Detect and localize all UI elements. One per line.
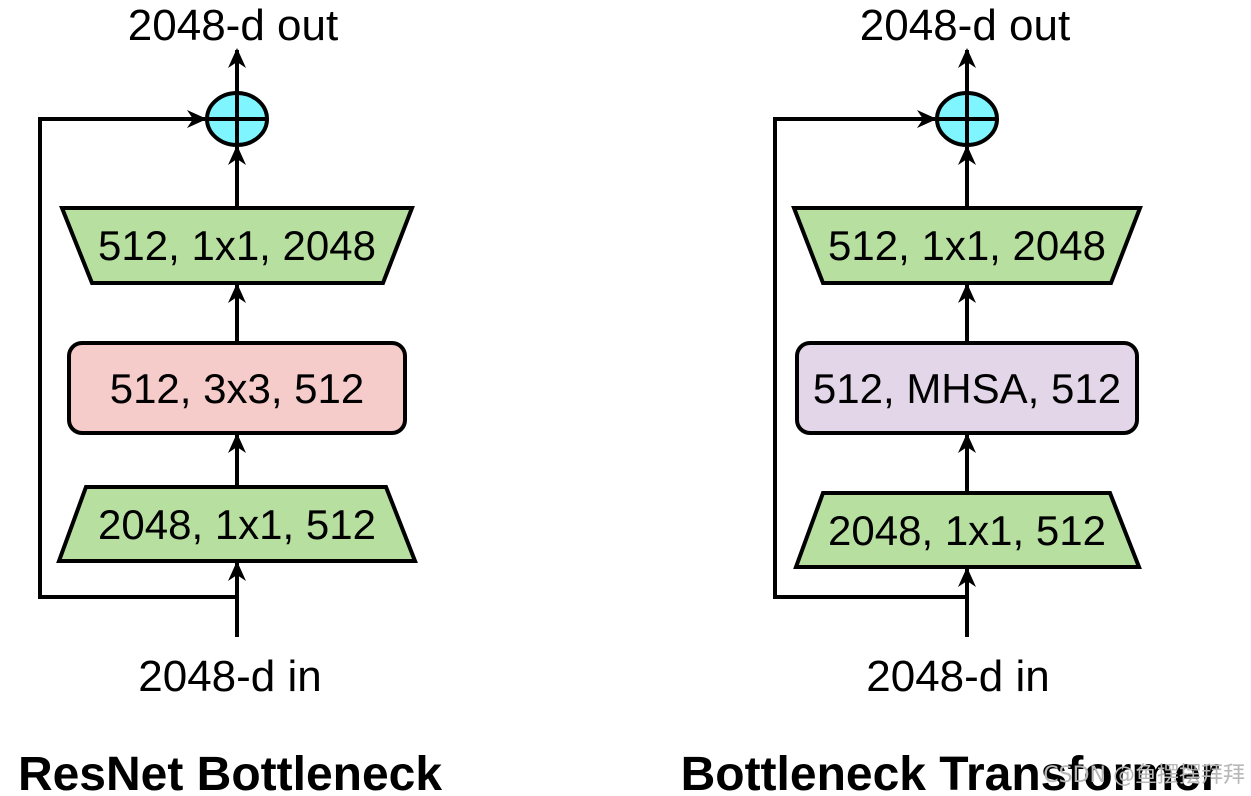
left-output-label: 2048-d out: [128, 1, 338, 50]
left-input-label: 2048-d in: [138, 652, 321, 701]
right-top-block: [791, 206, 1143, 285]
right-title: Bottleneck Transformer: [681, 748, 1220, 796]
left-sum-node: [205, 91, 269, 147]
left-top-block-label: 512, 1x1, 2048: [98, 222, 376, 269]
left-top-block: [59, 206, 415, 285]
right-input-label: 2048-d in: [866, 652, 1049, 701]
right-skip-connection: [773, 110, 967, 599]
right-bottom-block-label: 2048, 1x1, 512: [828, 507, 1106, 554]
left-title: ResNet Bottleneck: [18, 748, 442, 796]
right-middle-block-label: 512, MHSA, 512: [813, 365, 1121, 412]
right-sum-node: [935, 91, 999, 147]
right-output-label: 2048-d out: [860, 1, 1070, 50]
bottleneck-transformer: 2048-d out 512, 1x1, 2048 512, MHSA, 512…: [681, 1, 1220, 796]
right-bottom-block: [793, 491, 1142, 569]
left-bottom-block: [56, 485, 418, 563]
left-skip-connection: [38, 110, 237, 599]
left-middle-block-label: 512, 3x3, 512: [110, 365, 365, 412]
watermark: CSDN @鱼摆摆拜拜: [1043, 763, 1245, 788]
left-bottom-block-label: 2048, 1x1, 512: [98, 501, 376, 548]
resnet-bottleneck: 2048-d out 512, 1x1, 2048 512, 3x3, 512 …: [18, 1, 442, 796]
right-top-block-label: 512, 1x1, 2048: [828, 222, 1106, 269]
